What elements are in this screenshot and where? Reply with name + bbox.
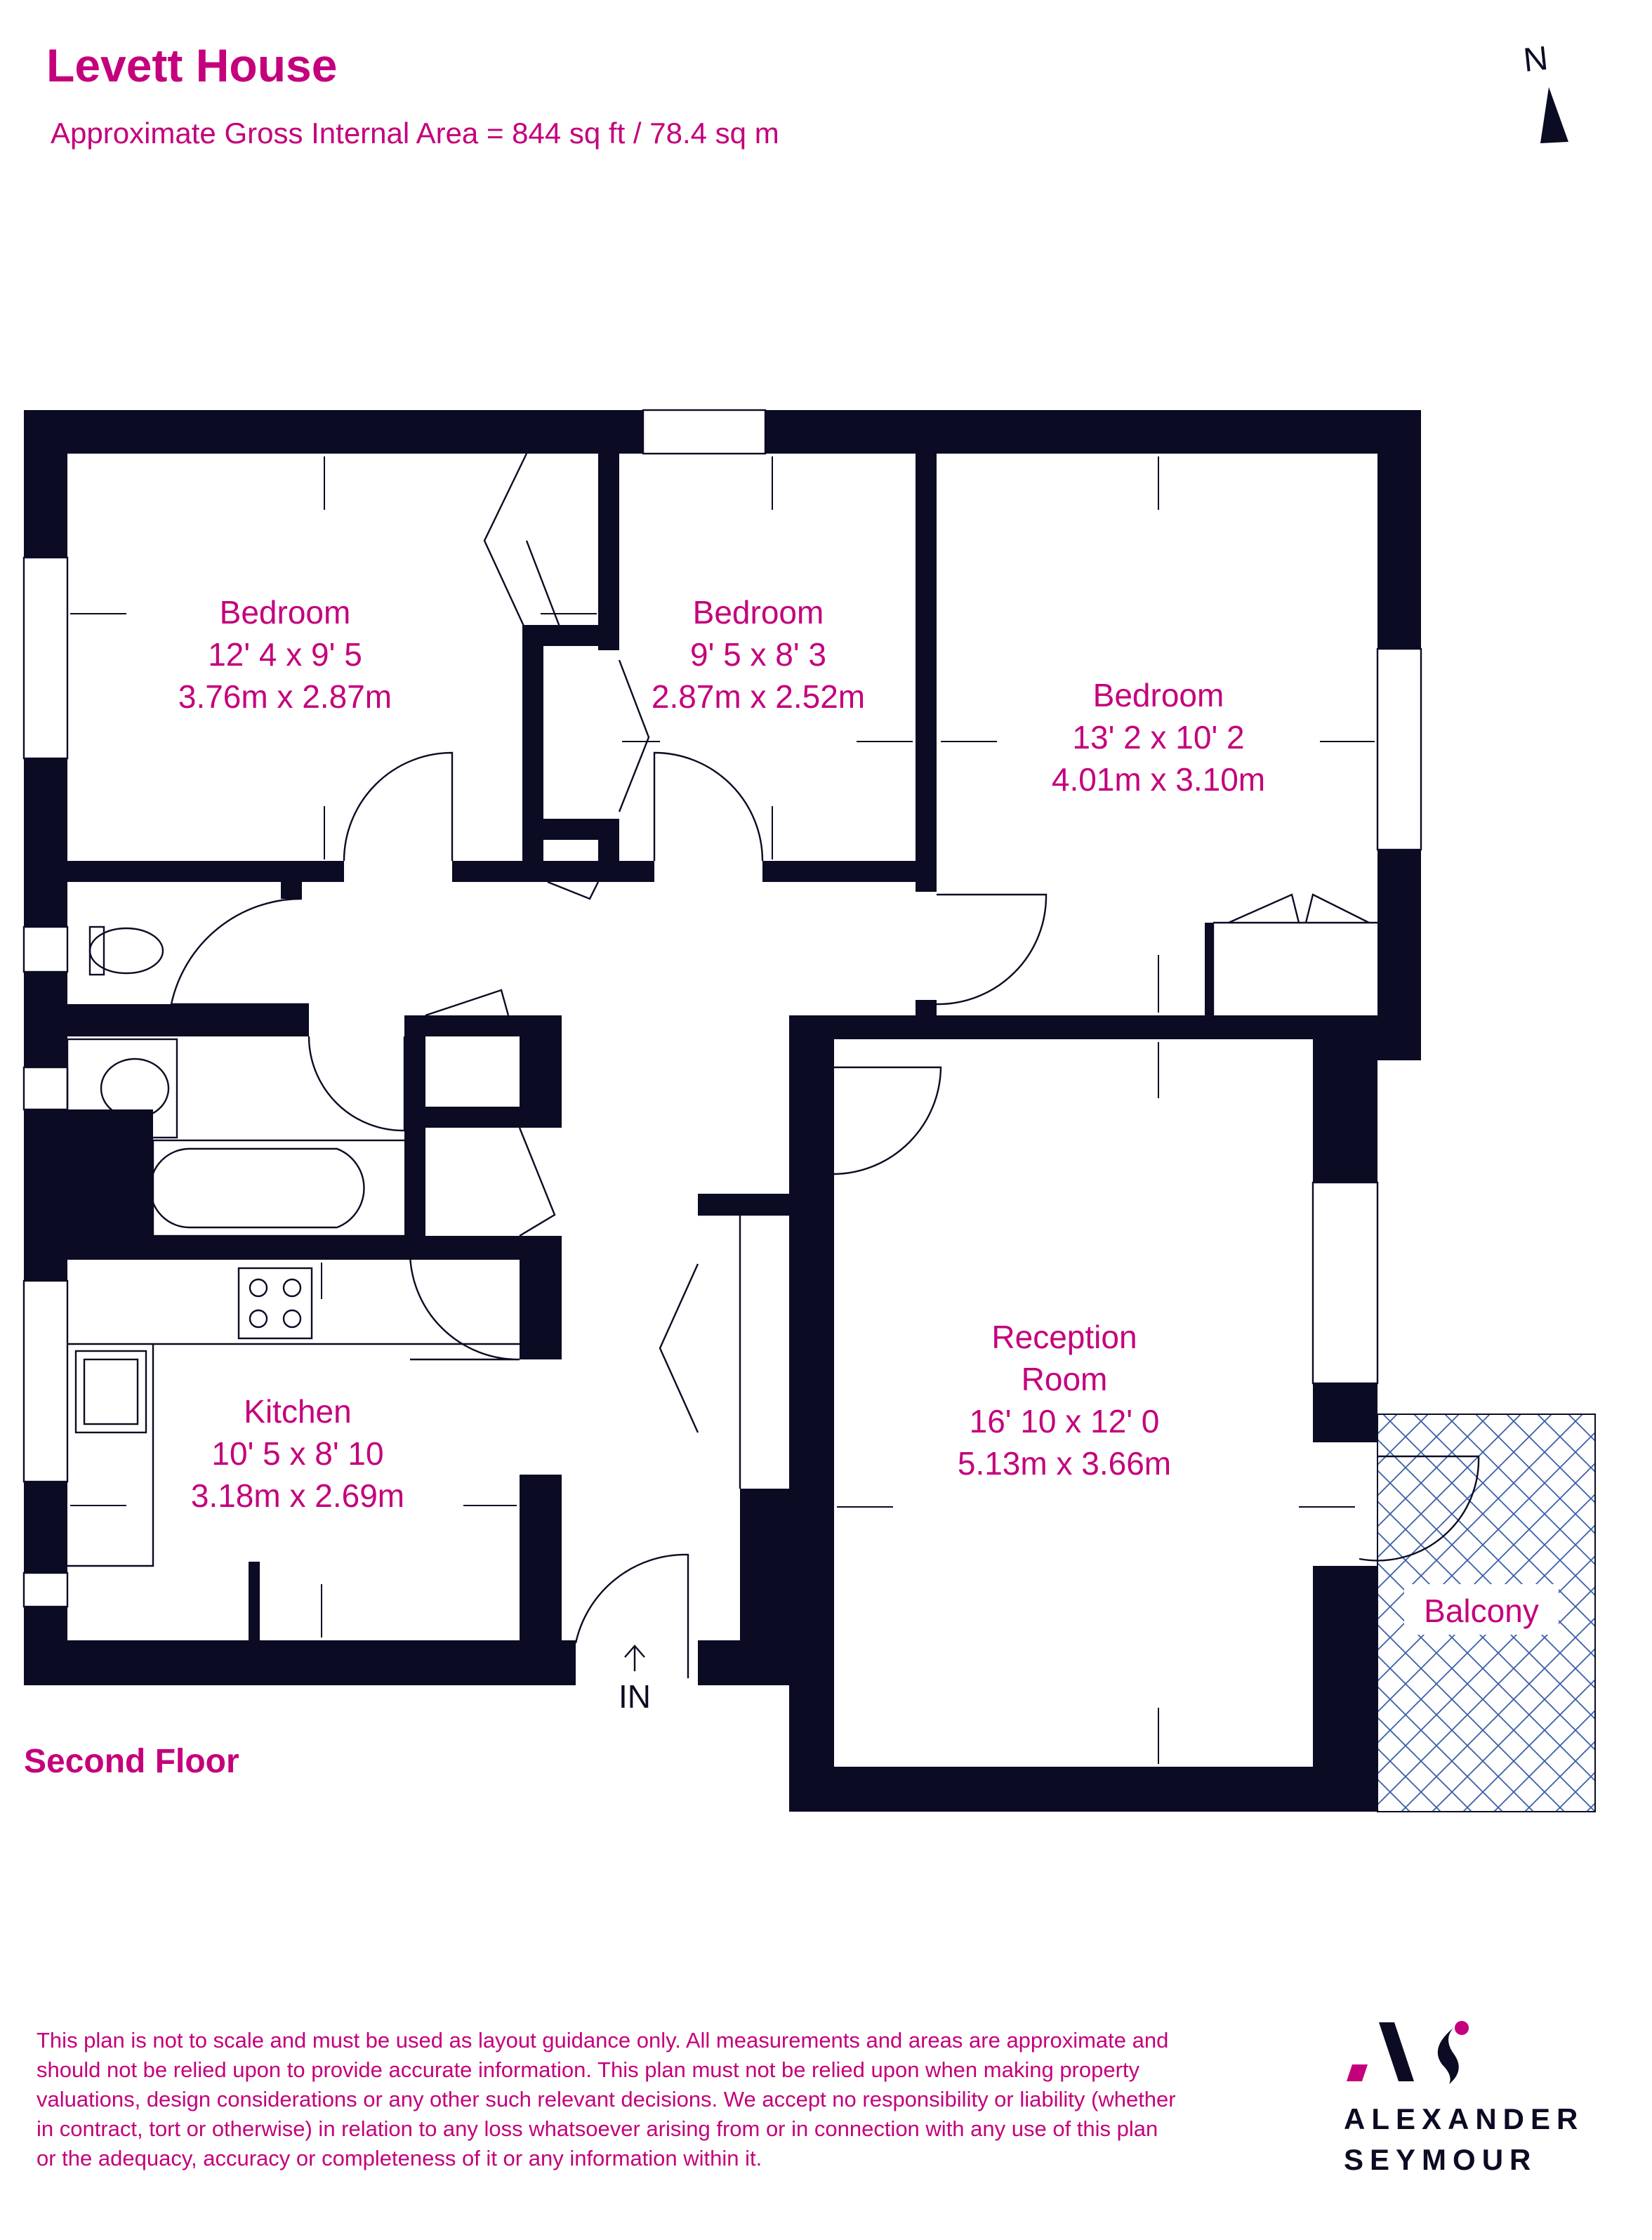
entrance-marker: IN bbox=[619, 1645, 651, 1715]
room-bedroom-2: Bedroom 9' 5 x 8' 3 2.87m x 2.52m bbox=[652, 594, 865, 715]
room-name: Room bbox=[1022, 1361, 1108, 1397]
page-title: Levett House bbox=[46, 39, 337, 91]
fixtures bbox=[66, 921, 1377, 1567]
disclaimer-line: in contract, tort or otherwise) in relat… bbox=[37, 2116, 1158, 2141]
room-imperial: 9' 5 x 8' 3 bbox=[690, 636, 826, 673]
room-metric: 5.13m x 3.66m bbox=[958, 1445, 1171, 1482]
entrance-arrow-icon bbox=[624, 1645, 645, 1671]
windows bbox=[22, 409, 1422, 1608]
room-metric: 3.76m x 2.87m bbox=[178, 678, 392, 715]
disclaimer-line: valuations, design considerations or any… bbox=[37, 2087, 1176, 2111]
room-metric: 4.01m x 3.10m bbox=[1052, 761, 1265, 798]
room-balcony-label: Balcony bbox=[1424, 1593, 1539, 1629]
alexander-seymour-logo: ALEXANDER SEYMOUR bbox=[1344, 2021, 1584, 2176]
disclaimer-line: or the adequacy, accuracy or completenes… bbox=[37, 2146, 762, 2170]
dimension-arrows bbox=[70, 456, 1375, 1764]
entrance-label: IN bbox=[619, 1678, 651, 1715]
room-name: Kitchen bbox=[244, 1393, 351, 1430]
room-metric: 3.18m x 2.69m bbox=[191, 1477, 404, 1514]
north-arrow-icon: N bbox=[1521, 40, 1568, 143]
logo-line1: ALEXANDER bbox=[1344, 2102, 1584, 2135]
room-name: Reception bbox=[991, 1319, 1137, 1355]
room-imperial: 12' 4 x 9' 5 bbox=[208, 636, 362, 673]
disclaimer-line: should not be relied upon to provide acc… bbox=[37, 2057, 1140, 2082]
room-bedroom-1: Bedroom 12' 4 x 9' 5 3.76m x 2.87m bbox=[178, 594, 392, 715]
room-imperial: 10' 5 x 8' 10 bbox=[211, 1435, 383, 1472]
logo-line2: SEYMOUR bbox=[1344, 2143, 1537, 2176]
room-name: Bedroom bbox=[1093, 677, 1224, 713]
room-imperial: 16' 10 x 12' 0 bbox=[970, 1403, 1160, 1439]
north-label: N bbox=[1521, 40, 1549, 79]
balcony-label-bg bbox=[1404, 1584, 1559, 1635]
room-reception: Reception Room 16' 10 x 12' 0 5.13m x 3.… bbox=[958, 1319, 1171, 1482]
room-name: Bedroom bbox=[220, 594, 351, 631]
room-kitchen: Kitchen 10' 5 x 8' 10 3.18m x 2.69m bbox=[191, 1393, 404, 1514]
room-name: Bedroom bbox=[693, 594, 824, 631]
disclaimer-line: This plan is not to scale and must be us… bbox=[37, 2028, 1168, 2053]
doors bbox=[170, 453, 1480, 1678]
floor-label: Second Floor bbox=[24, 1743, 239, 1780]
room-imperial: 13' 2 x 10' 2 bbox=[1072, 719, 1244, 756]
disclaimer: This plan is not to scale and must be us… bbox=[37, 2028, 1176, 2170]
area-subtitle: Approximate Gross Internal Area = 844 sq… bbox=[51, 117, 779, 150]
room-metric: 2.87m x 2.52m bbox=[652, 678, 865, 715]
room-bedroom-3: Bedroom 13' 2 x 10' 2 4.01m x 3.10m bbox=[1052, 677, 1265, 798]
